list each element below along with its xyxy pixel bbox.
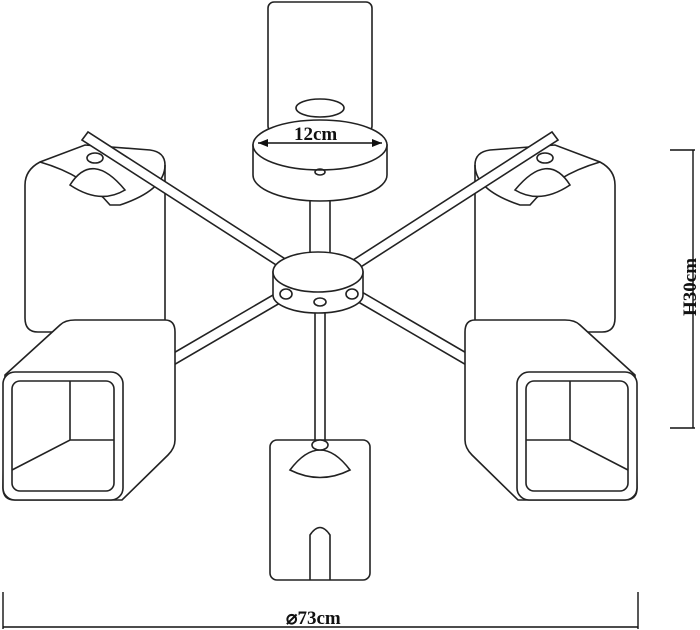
overall-diameter-label: ⌀73cm [286, 608, 341, 629]
shade-lower-right [464, 319, 638, 501]
height-dimension-line [670, 149, 695, 429]
shade-upper-left [24, 144, 166, 333]
shade-upper-right [474, 144, 616, 333]
shade-lower-left [2, 319, 176, 501]
canopy-diameter-label: 12cm [294, 124, 338, 145]
height-label: H30cm [680, 257, 700, 317]
hub [272, 251, 364, 314]
canopy [252, 119, 388, 202]
shade-front [269, 439, 371, 581]
canopy-dimension-arrow [258, 139, 382, 147]
shade-back [267, 1, 373, 133]
diameter-dimension-line [2, 592, 639, 629]
